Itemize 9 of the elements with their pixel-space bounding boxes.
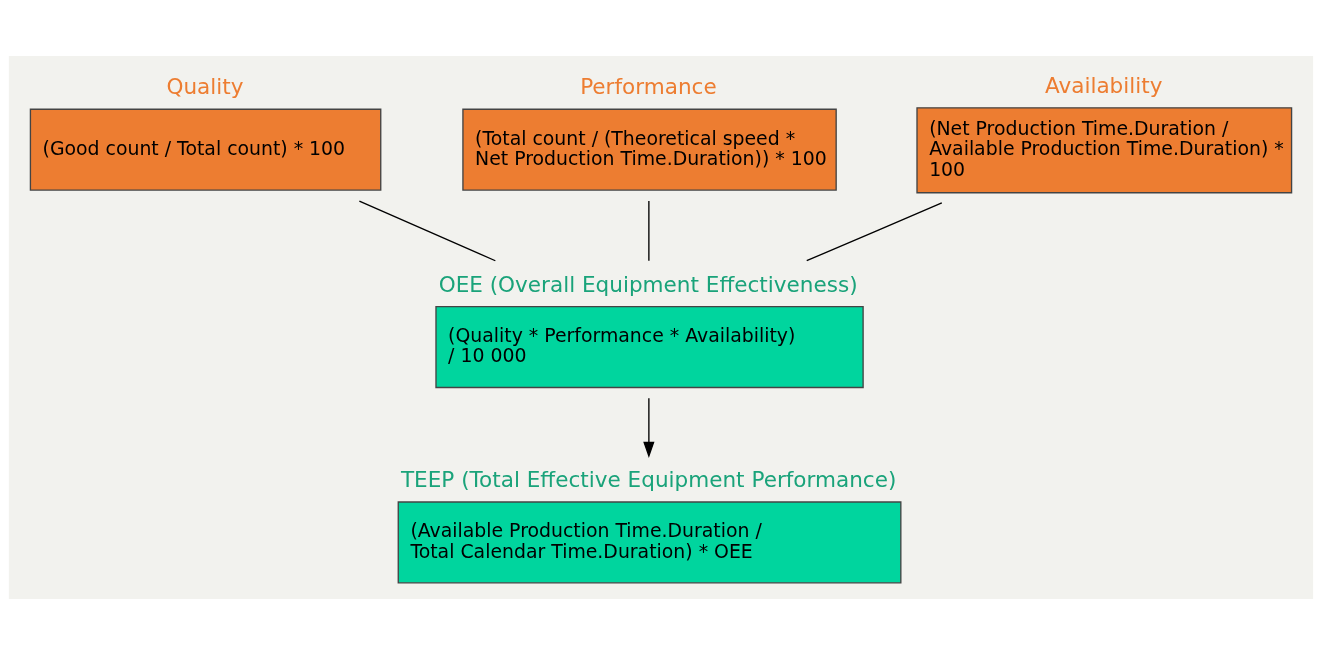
node-label: OEE (Overall Equipment Effectiveness) (438, 271, 858, 297)
node-label: Availability (1045, 72, 1163, 98)
connector (358, 199, 497, 261)
connector (806, 201, 943, 261)
arrow (643, 397, 655, 458)
node-label: TEEP (Total Effective Equipment Performance) (400, 466, 897, 492)
node-label: Quality (166, 73, 244, 99)
node-label: Performance (580, 73, 717, 99)
connector (648, 199, 650, 261)
